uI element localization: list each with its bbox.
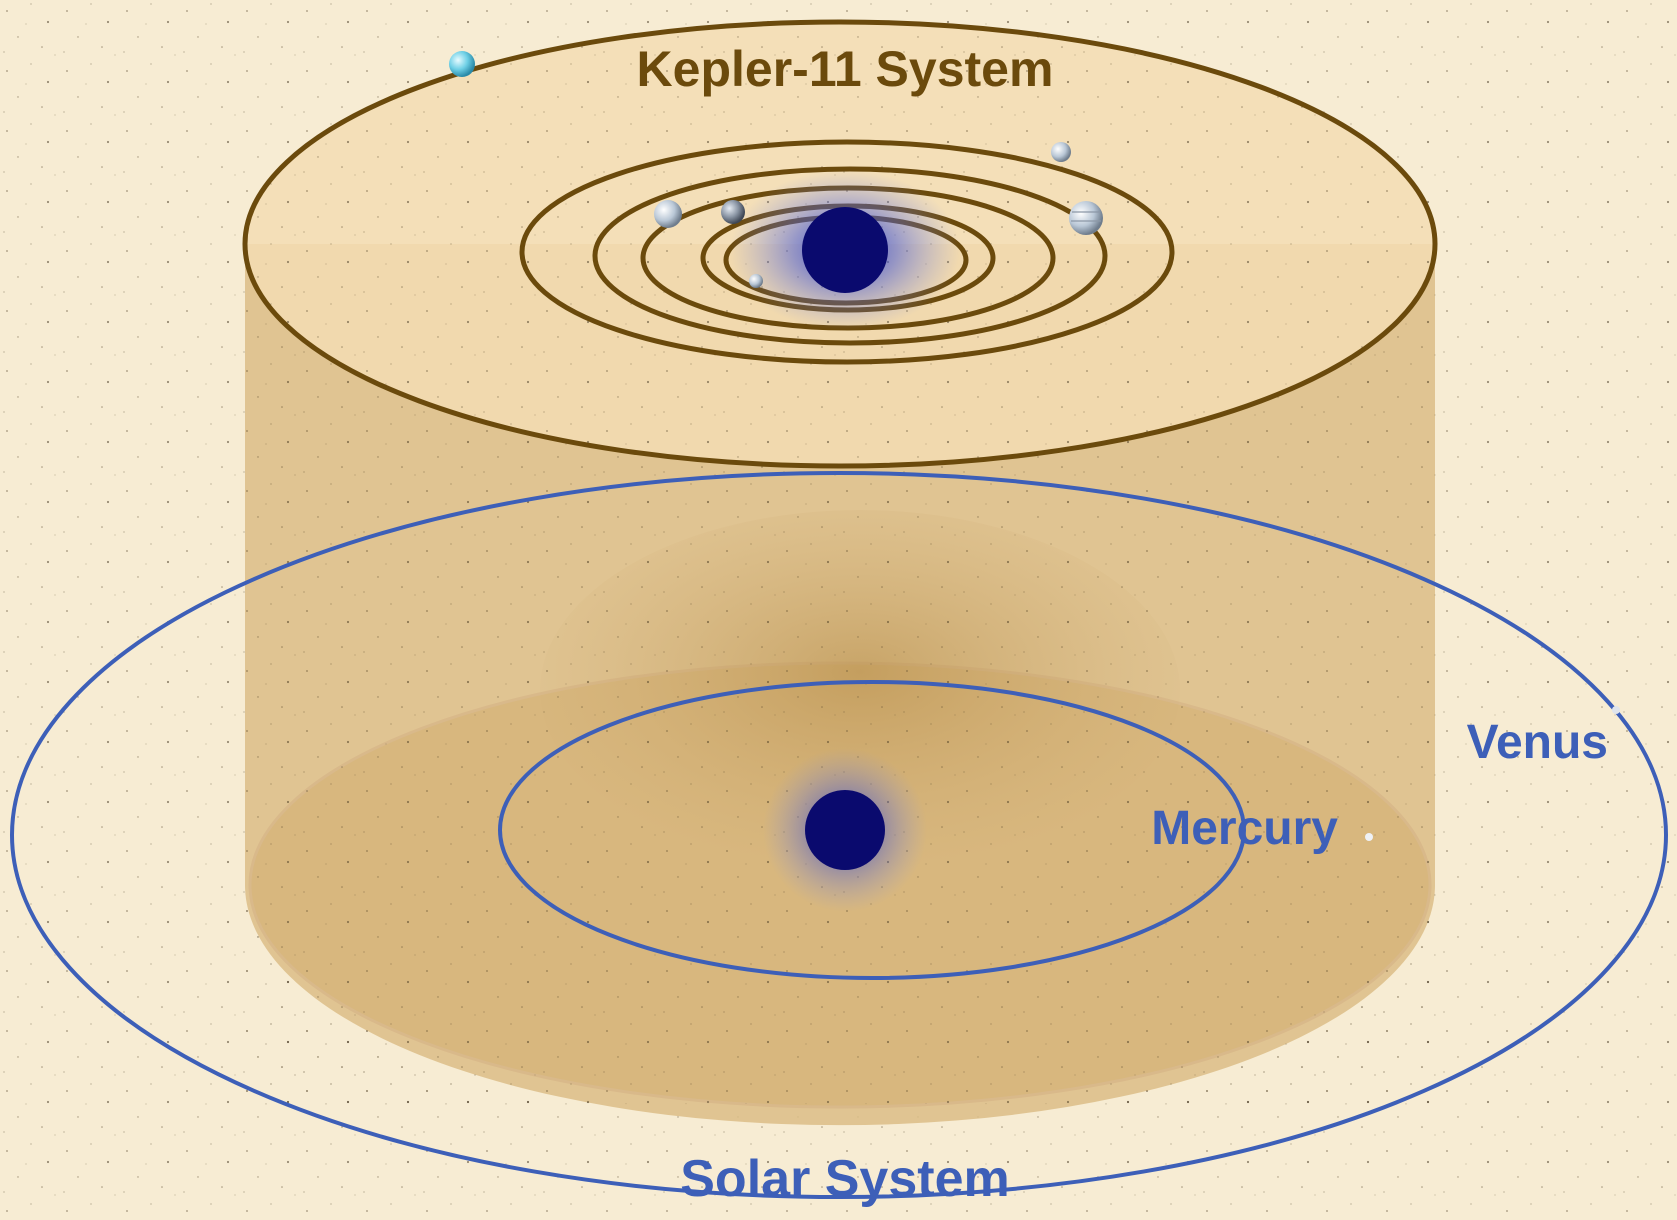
- planet-icon: [1069, 201, 1103, 235]
- venus-planet-icon: [1612, 706, 1620, 714]
- mercury-orbit: [498, 680, 1246, 980]
- kepler-orbit-6: [519, 139, 1175, 365]
- kepler-orbit-5: [592, 166, 1108, 346]
- kepler-title: Kepler-11 System: [637, 41, 1054, 97]
- planet-icon: [449, 51, 475, 77]
- mercury-planet-icon: [1365, 833, 1373, 841]
- mercury-label: Mercury: [1151, 802, 1338, 855]
- planet-icon: [654, 200, 682, 228]
- planet-icon: [1051, 142, 1071, 162]
- solar-orbits: [10, 471, 1668, 1199]
- planet-icon: [721, 200, 745, 224]
- kepler-outer-orbit: [242, 19, 1438, 469]
- venus-orbit: [10, 471, 1668, 1199]
- kepler-planets: [449, 51, 1103, 288]
- solar-title: Solar System: [680, 1150, 1010, 1208]
- star-icon: [730, 170, 960, 330]
- sun-icon: [763, 748, 927, 912]
- kepler-cylinder: [245, 22, 1435, 1126]
- venus-label: Venus: [1467, 716, 1608, 769]
- planet-icon: [749, 274, 763, 288]
